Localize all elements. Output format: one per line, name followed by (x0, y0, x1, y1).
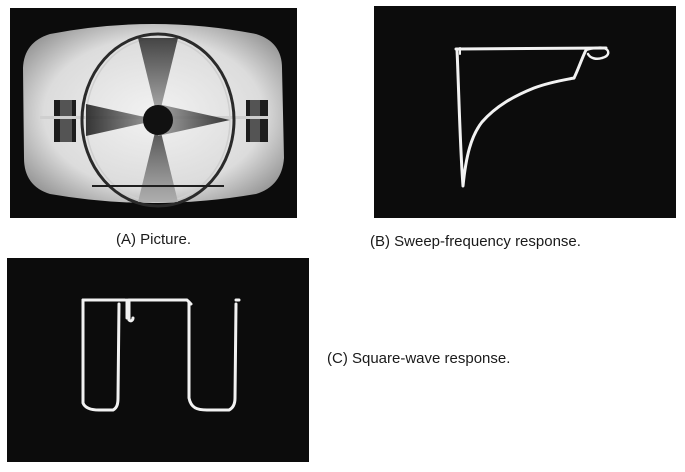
square-wave-caption: (C) Square-wave response. (327, 350, 511, 367)
picture-photo (10, 8, 297, 218)
square-wave-trace-image (7, 258, 309, 462)
test-pattern-image (10, 8, 297, 218)
sweep-response-caption: (B) Sweep-frequency response. (370, 233, 581, 250)
picture-caption: (A) Picture. (116, 231, 192, 248)
square-wave-photo (7, 258, 309, 462)
sweep-trace-image (374, 6, 676, 218)
sweep-response-photo (374, 6, 676, 218)
